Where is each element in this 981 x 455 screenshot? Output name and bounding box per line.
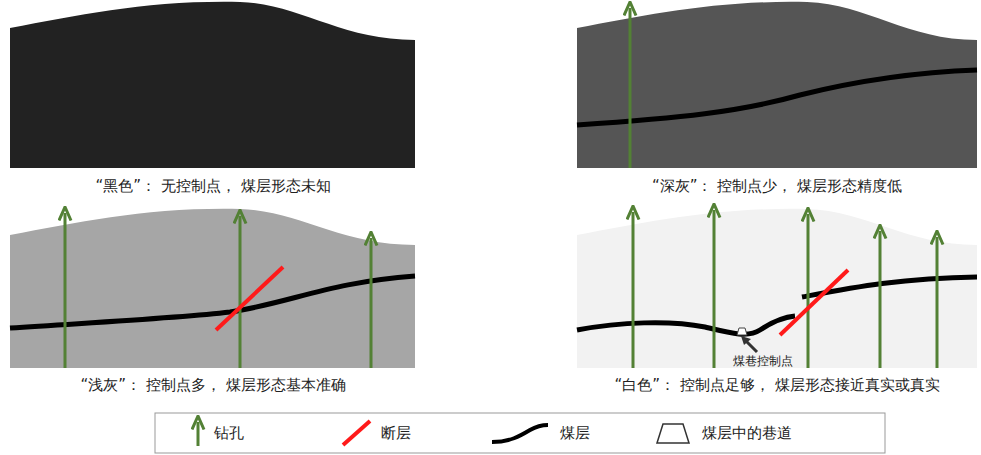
legend-fault [343,421,370,445]
panel-caption: “黑色”： 无控制点， 煤层形态未知 [95,177,330,195]
drill-hole [629,8,632,168]
drill-hole [632,212,635,368]
drill-hole [713,210,716,368]
drill-hole [879,231,882,368]
drill-hole [64,213,67,368]
drill-hole [370,238,373,368]
panel-caption: “浅灰”： 控制点多， 煤层形态基本准确 [80,376,345,394]
light-gray-panel [10,209,415,368]
legend-text: 断层 [381,424,411,442]
fault [780,270,848,335]
coal-seam [577,316,795,334]
panel-caption: “深灰”： 控制点少， 煤层形态精度低 [652,177,902,195]
black-panel [10,2,415,168]
legend-box [155,413,885,453]
coal-seam [577,70,977,125]
roadway [737,328,747,335]
white-panel [577,209,977,368]
legend-text: 钻孔 [214,424,244,442]
legend-roadway [657,424,689,443]
callout-label: 煤巷控制点 [732,354,794,368]
coal-seam [10,276,415,328]
dark-gray-panel [577,2,977,168]
fault [216,267,283,330]
legend-seam [492,425,548,442]
legend-text: 煤层 [560,424,590,442]
drill-hole [239,216,242,368]
legend-drill [197,422,200,446]
panel-caption: “白色”： 控制点足够， 煤层形态接近真实或真实 [614,376,939,394]
pointer-arrow-head [741,336,751,345]
drill-hole [936,237,939,368]
legend-text: 煤层中的巷道 [702,424,792,442]
drill-hole [807,214,810,368]
